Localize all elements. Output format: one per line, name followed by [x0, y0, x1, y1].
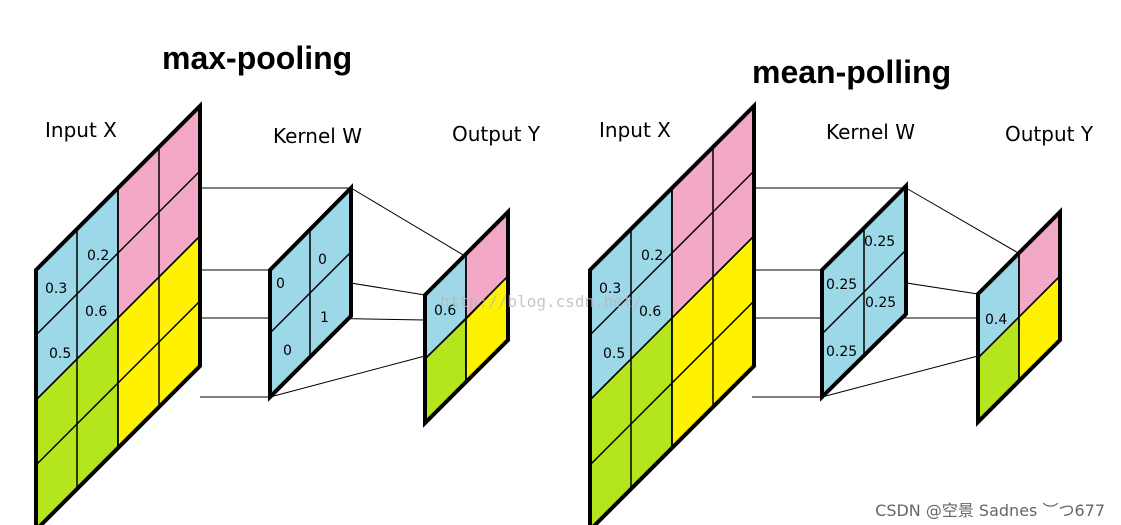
output-y-grid: [423, 207, 510, 428]
input-x-grid: [34, 101, 202, 525]
input-value: 0.5: [603, 346, 626, 362]
input-value: 0.2: [87, 248, 110, 264]
kernel-w-label: Kernel W: [273, 124, 362, 148]
watermark-text: http://blog.csdn.net/: [440, 292, 643, 311]
input-value: 0.6: [639, 304, 662, 320]
kernel-value: 0.25: [826, 344, 858, 360]
output-y-grid: [976, 207, 1062, 427]
kernel-value: 0: [283, 343, 292, 359]
kernel-value: 0: [276, 276, 285, 292]
input-value: 0.6: [85, 304, 108, 320]
kernel-w-label: Kernel W: [826, 120, 915, 144]
kernel-w-grid: [268, 183, 353, 402]
input-value: 0.5: [49, 346, 72, 362]
input-x-label: Input X: [45, 118, 117, 142]
footer-credit: CSDN @空景 Sadnes ︶つ677: [875, 501, 1105, 520]
kernel-value: 0.25: [864, 234, 896, 250]
kernel-value: 0.25: [826, 277, 858, 293]
max-pooling-diagram: [34, 101, 510, 525]
output-value: 0.6: [434, 303, 457, 319]
input-value: 0.3: [599, 281, 622, 297]
input-x-label: Input X: [599, 118, 671, 142]
input-value: 0.2: [641, 248, 664, 264]
input-x-grid: [588, 101, 756, 525]
max-pooling-title: max-pooling: [162, 40, 353, 76]
output-y-label: Output Y: [452, 122, 541, 146]
mean-polling-diagram: [588, 101, 1062, 525]
mean-polling-title: mean-polling: [752, 54, 952, 90]
kernel-value: 1: [320, 310, 329, 326]
output-y-label: Output Y: [1005, 122, 1094, 146]
kernel-value: 0: [318, 252, 327, 268]
kernel-w-grid: [820, 181, 908, 402]
input-value: 0.3: [45, 281, 68, 297]
output-value: 0.4: [985, 312, 1008, 328]
kernel-value: 0.25: [865, 295, 897, 311]
